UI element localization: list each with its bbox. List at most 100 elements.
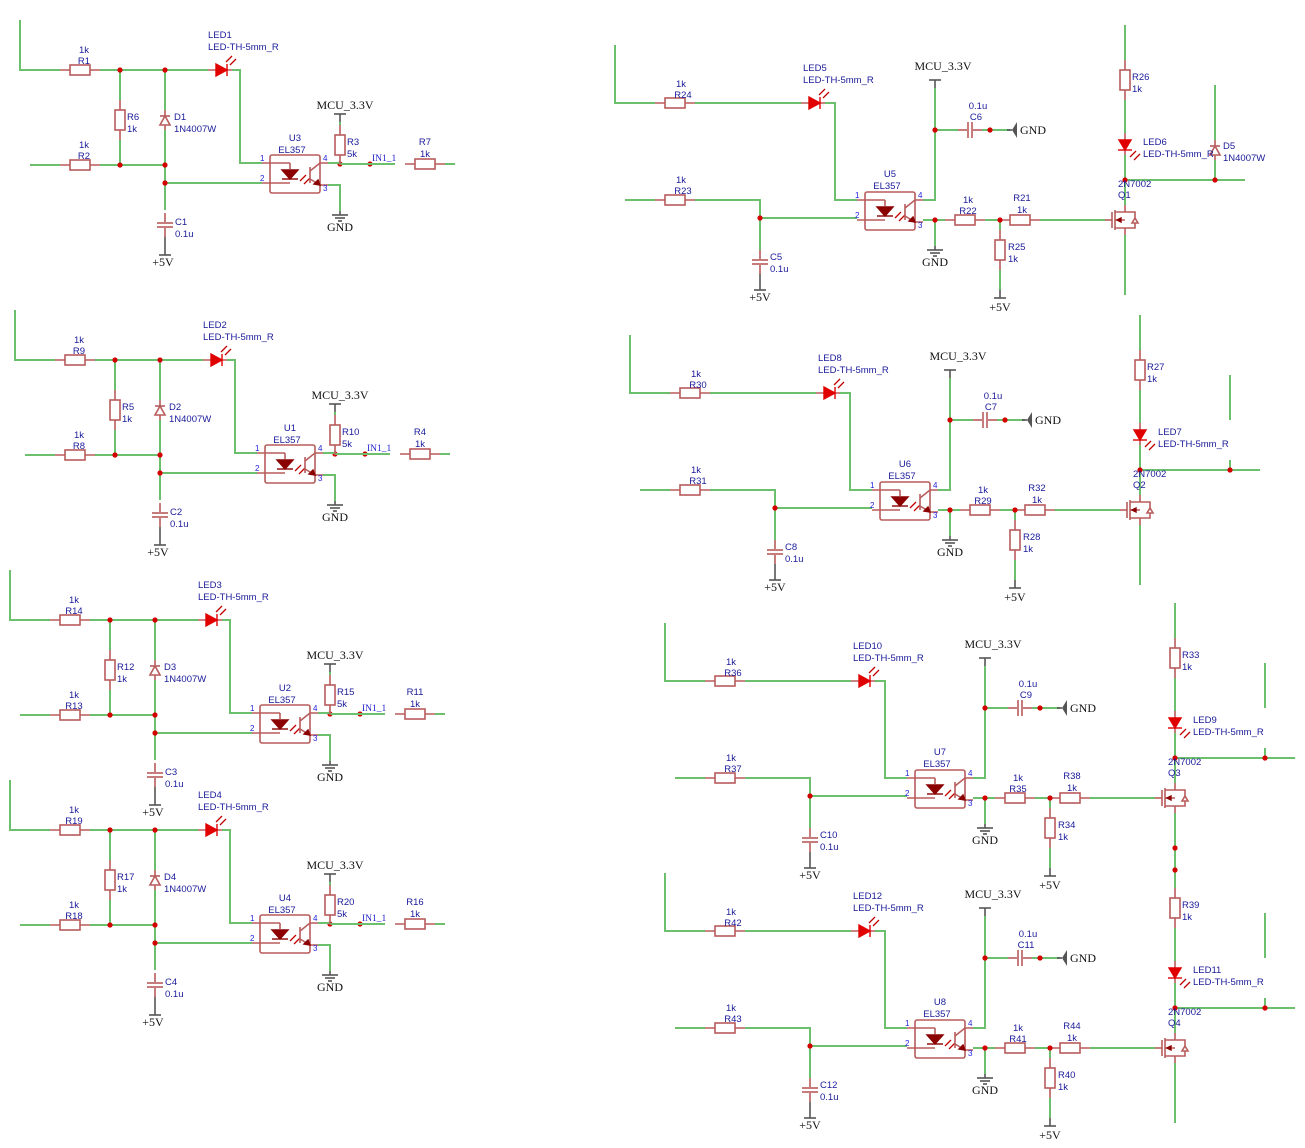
component-label: 1N4007W — [1223, 153, 1265, 164]
drain-source — [1165, 1033, 1186, 1063]
led-body — [205, 612, 219, 628]
junction-dot — [152, 922, 158, 928]
component-label: LED7 — [1158, 427, 1182, 438]
wire — [664, 623, 705, 682]
component-label: EL357 — [888, 471, 915, 482]
light-arrows-icon — [1179, 728, 1191, 739]
junction-dot — [807, 1043, 813, 1049]
component-label: R43 — [724, 1014, 741, 1025]
led-icon — [851, 916, 880, 939]
component-label: LED-TH-5mm_R — [803, 75, 874, 86]
resistor-symbol — [395, 708, 435, 720]
resistor-symbol — [104, 860, 116, 900]
light-arrows-icon — [299, 174, 311, 185]
resistor-body — [64, 449, 86, 461]
resistor-symbol — [324, 885, 336, 925]
light-arrows-icon — [818, 88, 830, 99]
component-label: 1N4007W — [164, 674, 206, 685]
component-label: EL357 — [268, 905, 295, 916]
component-label: EL357 — [273, 435, 300, 446]
pin-number: 3 — [933, 511, 938, 520]
gnd-label: GND — [922, 255, 948, 269]
component-label: 1k — [69, 805, 79, 816]
opto-led-icon — [275, 459, 295, 471]
component-label: EL357 — [873, 181, 900, 192]
component-label: 2N7002 — [1133, 469, 1166, 480]
input-block: 12341kR11kR2R61kD11N4007WC10.1uLED1LED-T… — [19, 20, 455, 269]
resistor-symbol — [670, 387, 710, 399]
diode-icon — [153, 400, 167, 420]
wire — [9, 780, 50, 831]
resistor-symbol — [50, 614, 90, 626]
pin-number: 2 — [905, 789, 910, 798]
wire — [227, 359, 257, 454]
junction-dot — [947, 417, 953, 423]
component-label: 1k — [726, 753, 736, 764]
junction-dot — [982, 705, 988, 711]
led-icon — [1132, 423, 1156, 451]
junction-dot — [1002, 417, 1008, 423]
junction-dot — [1012, 507, 1018, 513]
capacitor-symbol — [1008, 700, 1032, 716]
component-label: 1N4007W — [174, 124, 216, 135]
gnd-label: GND — [317, 980, 343, 994]
led-icon — [816, 378, 845, 401]
pin-number: 3 — [313, 734, 318, 743]
resistor-symbol — [109, 390, 121, 430]
resistor-symbol — [405, 158, 445, 170]
component-label: C9 — [1020, 690, 1032, 701]
led-body — [1132, 429, 1148, 442]
gnd-label: GND — [1070, 951, 1096, 965]
resistor-symbol — [705, 772, 745, 784]
output-block: 12341kR301kR31C80.1uLED8LED-TH-5mm_RU6EL… — [629, 315, 1260, 604]
component-label: R27 — [1147, 362, 1164, 373]
component-label: R12 — [117, 662, 134, 673]
ground-icon — [332, 211, 348, 222]
junction-dot — [932, 127, 938, 133]
capacitor-symbol — [157, 213, 173, 237]
wire — [318, 734, 331, 761]
component-label: R10 — [342, 427, 359, 438]
junction-dot — [772, 505, 778, 511]
resistor-body — [1044, 817, 1056, 839]
pin-number: 4 — [933, 481, 938, 490]
vcc-label: +5V — [799, 1118, 821, 1132]
body-diode — [1180, 1044, 1190, 1052]
component-label: C7 — [985, 402, 997, 413]
junction-dot — [117, 162, 123, 168]
junction-dot — [982, 1045, 988, 1051]
component-label: R33 — [1182, 650, 1199, 661]
component-label: LED4 — [198, 790, 222, 801]
component-label: R26 — [1132, 72, 1149, 83]
diode-icon — [148, 660, 162, 680]
output-block: 12341kR421kR43C120.1uLED12LED-TH-5mm_RU8… — [664, 853, 1295, 1142]
component-label: U5 — [884, 169, 896, 180]
component-label: LED6 — [1143, 137, 1167, 148]
component-label: R9 — [73, 346, 85, 357]
component-label: 1k — [74, 335, 84, 346]
junction-dot — [982, 795, 988, 801]
component-label: 1k — [1067, 1033, 1077, 1044]
resistor-symbol — [104, 650, 116, 690]
component-label: R6 — [127, 112, 139, 123]
pin-number: 2 — [250, 724, 255, 733]
capacitor-symbol — [973, 412, 997, 428]
resistor-symbol — [995, 792, 1035, 804]
component-label: 1k — [74, 430, 84, 441]
component-label: 1k — [1013, 773, 1023, 784]
component-label: 0.1u — [984, 391, 1003, 402]
component-label: R22 — [959, 206, 976, 217]
pin-number: 4 — [313, 704, 318, 713]
resistor-symbol — [114, 100, 126, 140]
junction-dot — [162, 67, 168, 73]
component-label: R44 — [1063, 1021, 1080, 1032]
resistor-symbol — [655, 194, 695, 206]
supply-label: MCU_3.3V — [929, 349, 986, 363]
component-label: 0.1u — [1019, 929, 1038, 940]
component-label: 2N7002 — [1168, 757, 1201, 768]
component-label: 1k — [1058, 832, 1068, 843]
component-label: 0.1u — [175, 229, 194, 240]
